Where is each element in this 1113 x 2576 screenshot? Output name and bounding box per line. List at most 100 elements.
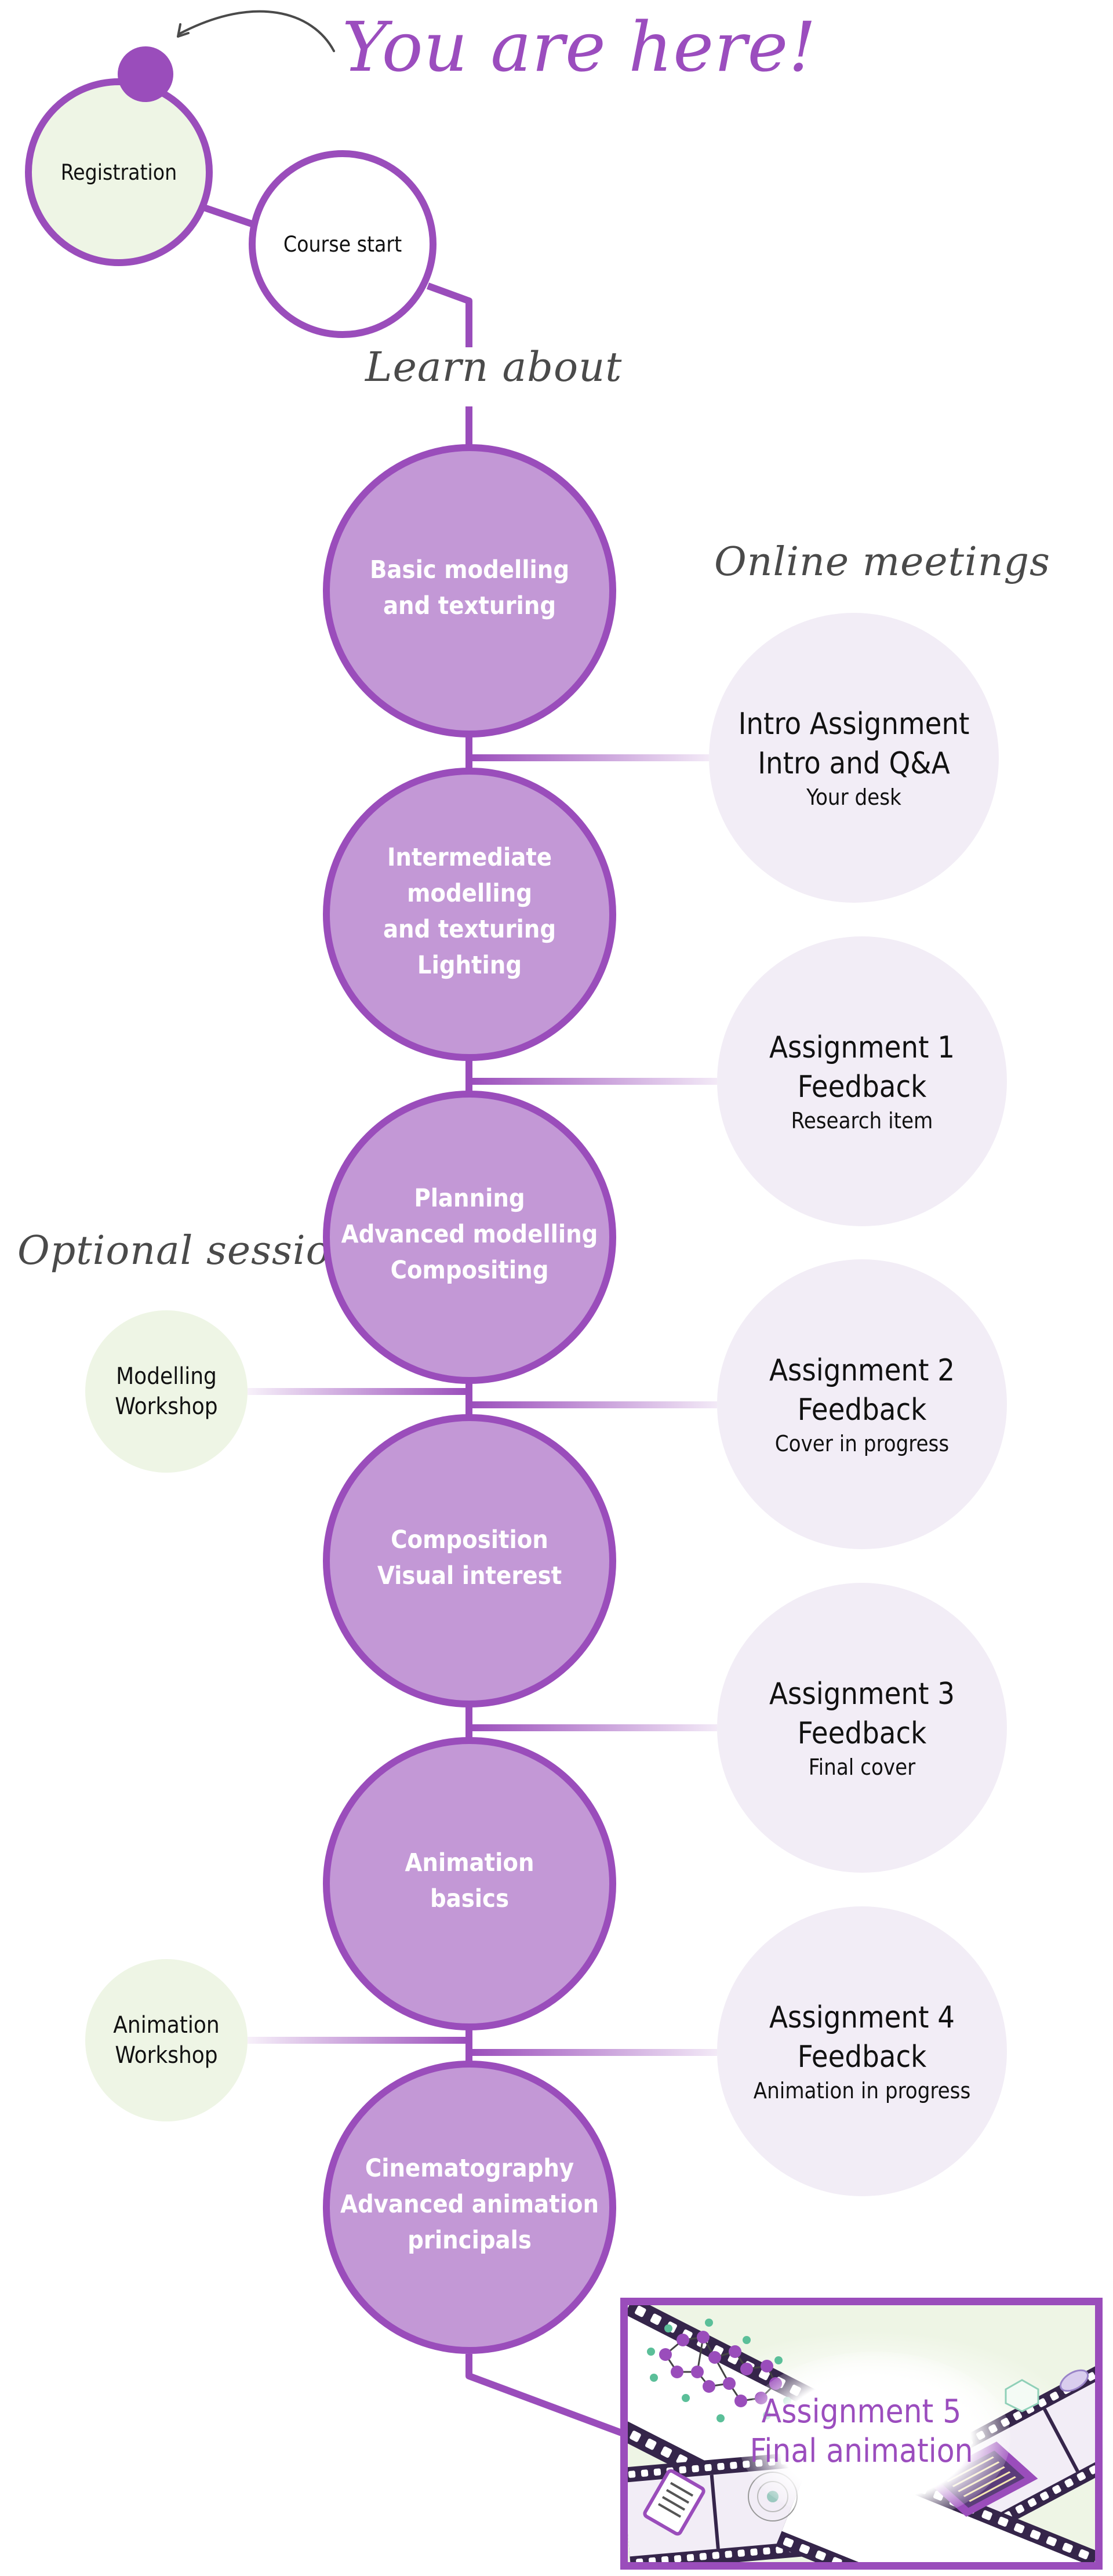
meeting-connector (469, 1724, 717, 1731)
sprocket-hole (648, 2557, 656, 2562)
learn-about-heading: Learn about (365, 343, 623, 391)
molecule-atom (743, 2336, 751, 2344)
optional-session-node[interactable]: Animation Workshop (85, 1959, 248, 2121)
molecule-atom (703, 2380, 715, 2393)
optional-connector (248, 2037, 469, 2044)
final-assignment-card[interactable]: Assignment 5 Final animation (620, 2298, 1103, 2570)
sprocket-hole (725, 2550, 732, 2558)
molecule-atom (691, 2366, 704, 2378)
meeting-title: Assignment 2 (769, 1353, 955, 1388)
you-are-here-label: You are here! (342, 7, 817, 87)
connector-course-learn (426, 282, 472, 347)
sprocket-hole (645, 2438, 657, 2450)
meeting-detail: Final cover (808, 1754, 916, 1780)
final-assignment-title: Assignment 5 (761, 2393, 962, 2430)
learn-topic-node[interactable]: Planning Advanced modelling Compositing (323, 1091, 616, 1384)
sprocket-hole (641, 2469, 649, 2477)
learn-topic-label: Cinematography Advanced animation princi… (340, 2154, 599, 2255)
sprocket-hole (699, 2553, 707, 2560)
sprocket-hole (1052, 2485, 1061, 2494)
online-meetings-heading: Online meetings (714, 539, 1050, 585)
optional-session-label: Animation Workshop (113, 2012, 220, 2069)
meeting-subtitle: Intro and Q&A (758, 746, 950, 781)
sprocket-hole (831, 2557, 842, 2562)
meeting-detail: Animation in progress (753, 2078, 971, 2103)
sprocket-hole (783, 2537, 794, 2548)
petri-dish-icon (1059, 2369, 1089, 2392)
sprocket-hole (1076, 2472, 1086, 2481)
sprocket-hole (628, 2470, 636, 2478)
meeting-connector (469, 1401, 717, 1408)
sprocket-hole (1015, 2504, 1025, 2514)
registration-node[interactable]: Registration (25, 78, 213, 266)
molecule-atom (734, 2395, 747, 2407)
sprocket-hole (763, 2547, 770, 2555)
meeting-title: Assignment 3 (769, 1677, 955, 1712)
meeting-subtitle: Feedback (797, 1716, 927, 1751)
learn-topic-label: Intermediate modelling and texturing Lig… (383, 843, 556, 980)
sprocket-hole (1064, 2478, 1074, 2488)
sprocket-hole (1086, 2372, 1095, 2381)
molecule-atom (761, 2360, 773, 2372)
course-start-node[interactable]: Course start (249, 150, 437, 338)
meeting-subtitle: Feedback (797, 1070, 927, 1104)
meeting-detail: Research item (791, 1108, 933, 1133)
molecule-atom (708, 2351, 721, 2364)
meeting-title: Assignment 4 (769, 2000, 955, 2035)
molecule-atom (716, 2414, 725, 2422)
molecule-atom (659, 2348, 672, 2361)
arrow-head-icon (177, 23, 190, 38)
meeting-detail: Cover in progress (774, 1431, 950, 1456)
molecule-atom (682, 2394, 690, 2402)
molecule-atom (723, 2377, 736, 2390)
molecule-atom (729, 2345, 741, 2358)
optional-session-node[interactable]: Modelling Workshop (85, 1310, 248, 1473)
sprocket-hole (750, 2548, 758, 2556)
sprocket-hole (635, 2305, 646, 2317)
learn-topic-node[interactable]: Intermediate modelling and texturing Lig… (323, 768, 616, 1061)
sprocket-hole (730, 2461, 737, 2469)
learn-topic-node[interactable]: Animation basics (323, 1737, 616, 2030)
learn-topic-node[interactable]: Basic modelling and texturing (323, 444, 616, 737)
molecule-atom (647, 2348, 655, 2356)
sprocket-hole (815, 2550, 826, 2561)
sprocket-hole (712, 2552, 720, 2559)
sprocket-hole (1013, 2411, 1023, 2421)
learn-topic-label: Composition Visual interest (377, 1525, 562, 1590)
sprocket-hole (686, 2554, 694, 2562)
optional-connector (248, 1388, 469, 1395)
cell-icon (1005, 2379, 1039, 2412)
learn-topic-node[interactable]: Composition Visual interest (323, 1414, 616, 1707)
molecule-atom (697, 2331, 710, 2344)
meeting-subtitle: Feedback (797, 2040, 927, 2074)
meeting-title: Assignment 1 (769, 1030, 955, 1065)
learn-topic-node[interactable]: Cinematography Advanced animation princi… (323, 2061, 616, 2354)
sprocket-hole (998, 2516, 1009, 2527)
molecule-atom (774, 2356, 783, 2364)
sprocket-hole (1027, 2498, 1037, 2508)
final-assignment-label: Assignment 5 Final animation (628, 2392, 1095, 2471)
meeting-title: Intro Assignment (738, 707, 970, 742)
meeting-connector (469, 754, 709, 761)
sprocket-hole (679, 2466, 686, 2474)
sprocket-hole (799, 2544, 810, 2555)
sprocket-hole (674, 2555, 682, 2562)
meeting-connector (469, 1078, 717, 1085)
sprocket-hole (630, 2430, 641, 2442)
sprocket-hole (981, 2510, 992, 2520)
meeting-detail: Your desk (806, 784, 901, 810)
card-highlight (738, 2352, 1010, 2526)
molecule-atom (664, 2324, 672, 2332)
optional-session-label: Modelling Workshop (115, 1363, 218, 1420)
learn-topic-label: Animation basics (405, 1848, 534, 1913)
registration-label: Registration (60, 159, 177, 185)
sprocket-hole (1046, 2536, 1057, 2546)
clipboard-icon (643, 2469, 705, 2536)
